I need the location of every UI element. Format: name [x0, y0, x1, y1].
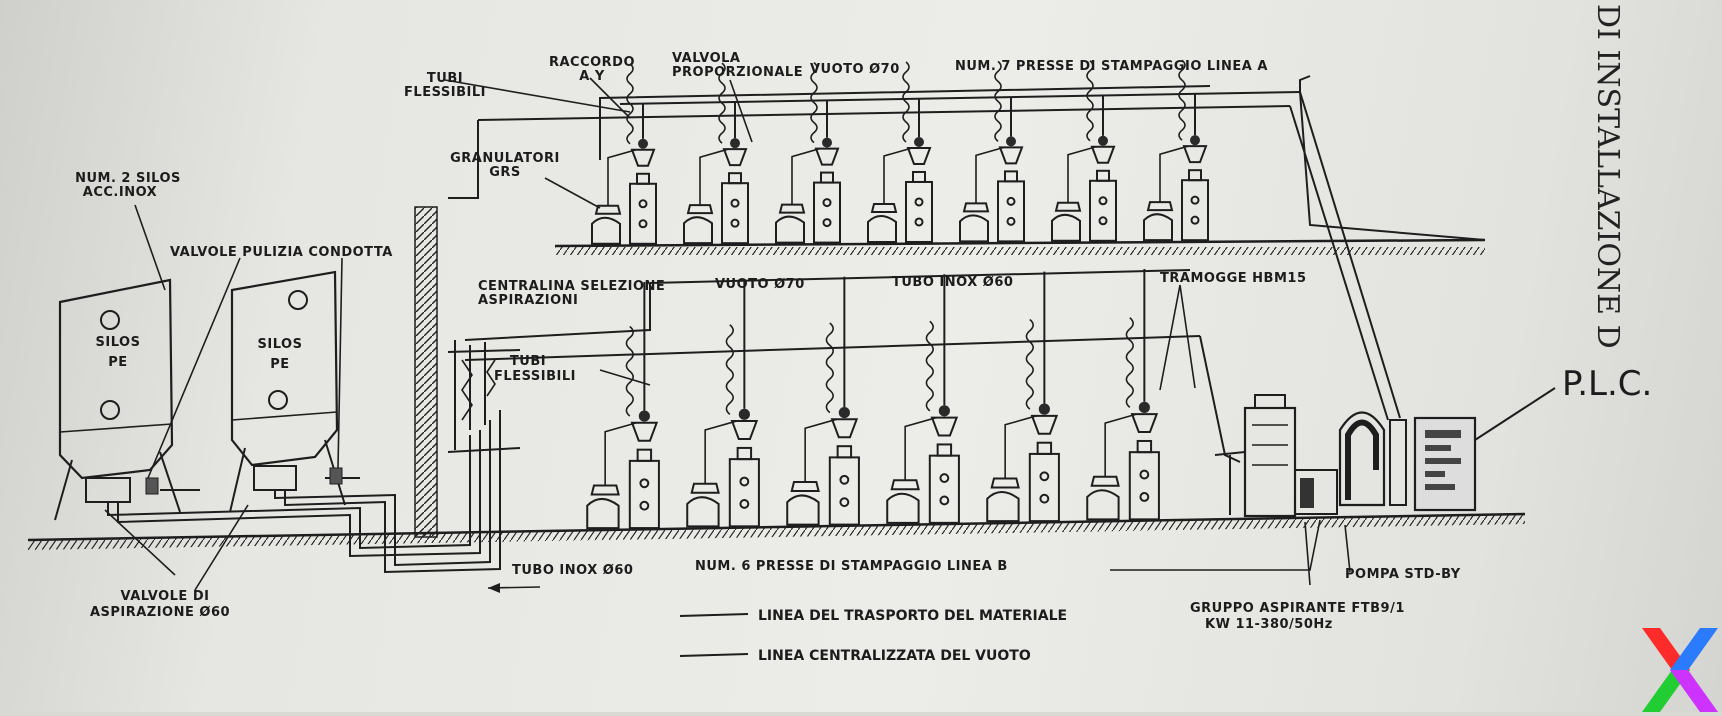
label-tubi-flessibili-mid-2: FLESSIBILI	[494, 369, 576, 384]
label-pompa: POMPA STD-BY	[1345, 567, 1461, 582]
label-valvole-aspirazione-2: ASPIRAZIONE Ø60	[90, 605, 230, 620]
label-granulatori-2: GRS	[489, 165, 521, 180]
standby-pump	[1338, 411, 1407, 507]
legend-vacuum-line-text: LINEA CENTRALIZZATA DEL VUOTO	[758, 648, 1031, 664]
label-tubi-flessibili-top-1: TUBI	[427, 71, 463, 86]
label-plc: P.L.C.	[1562, 364, 1652, 404]
silo-2-label-line1: SILOS	[258, 337, 303, 352]
label-gruppo-1: GRUPPO ASPIRANTE FTB9/1	[1190, 601, 1405, 616]
leader-lines	[104, 77, 1351, 593]
label-centralina-1: CENTRALINA SELEZIONE	[478, 279, 665, 294]
label-centralina-2: ASPIRAZIONI	[478, 293, 578, 308]
hatched-wall	[414, 206, 438, 538]
label-tramogge: TRAMOGGE HBM15	[1160, 271, 1307, 286]
label-silos-count-2: ACC.INOX	[83, 185, 157, 200]
legend-material-line-swatch	[679, 613, 749, 617]
press-a-unit	[1143, 59, 1209, 242]
label-tubi-flessibili-mid-1: TUBI	[510, 354, 546, 369]
press-b-unit	[586, 282, 660, 530]
press-a-unit	[775, 61, 841, 244]
label-tubi-flessibili-top-2: FLESSIBILI	[404, 85, 486, 100]
legend: LINEA DEL TRASPORTO DEL MATERIALE LINEA …	[679, 608, 1067, 664]
label-valvola-1: VALVOLA	[672, 51, 740, 66]
x-logo	[1642, 628, 1718, 712]
press-a-unit	[683, 62, 749, 245]
presses-line-a	[591, 59, 1209, 245]
label-tubo-inox-mid: TUBO INOX Ø60	[892, 275, 1013, 290]
vacuum-pipe-line-a	[448, 75, 1486, 241]
vacuum-group-ftb9	[1214, 394, 1338, 518]
label-vuoto-top: VUOTO Ø70	[810, 62, 900, 77]
silo-2: SILOS PE	[229, 270, 346, 513]
press-b-unit	[1086, 269, 1160, 521]
silo-1-label-line1: SILOS	[96, 335, 141, 350]
label-gruppo-2: KW 11-380/50Hz	[1205, 617, 1333, 632]
silo-2-label-line2: PE	[270, 357, 289, 372]
main-vacuum-riser	[1289, 91, 1401, 421]
floor-line-a	[554, 238, 1486, 255]
label-raccordo-1: RACCORDO	[549, 55, 635, 70]
label-raccordo-2: A Y	[579, 69, 605, 84]
label-granulatori-1: GRANULATORI	[450, 151, 560, 166]
legend-vacuum-line-swatch	[679, 653, 749, 657]
plc-cabinet	[1413, 387, 1556, 512]
label-presse-b: NUM. 6 PRESSE DI STAMPAGGIO LINEA B	[695, 559, 1008, 574]
presses-line-b	[586, 269, 1160, 530]
label-valvola-2: PROPORZIONALE	[672, 65, 803, 80]
press-a-unit	[867, 61, 933, 243]
press-a-unit	[591, 63, 657, 245]
selection-unit	[447, 340, 521, 453]
label-silos-count-1: NUM. 2 SILOS	[75, 171, 181, 186]
press-b-unit	[986, 271, 1060, 523]
labels: TUBI FLESSIBILI RACCORDO A Y VALVOLA PRO…	[75, 51, 1652, 632]
label-valvole-pulizia: VALVOLE PULIZIA CONDOTTA	[170, 245, 393, 260]
press-b-unit	[786, 276, 860, 526]
material-return-line-a	[599, 85, 1211, 160]
press-b-unit	[886, 274, 960, 524]
side-heading: DI INSTALLAZIONE D	[1590, 4, 1625, 349]
label-valvole-aspirazione-1: VALVOLE DI	[121, 589, 210, 604]
press-a-unit	[959, 60, 1025, 243]
label-vuoto-mid: VUOTO Ø70	[715, 277, 805, 292]
label-presse-a: NUM. 7 PRESSE DI STAMPAGGIO LINEA A	[955, 59, 1268, 74]
press-b-unit	[686, 279, 760, 528]
floor-line-b	[27, 512, 1526, 550]
press-a-unit	[1051, 60, 1117, 242]
silo-1-label-line2: PE	[108, 355, 127, 370]
legend-material-line-text: LINEA DEL TRASPORTO DEL MATERIALE	[758, 608, 1067, 624]
label-tubo-inox-bottom: TUBO INOX Ø60	[512, 563, 633, 578]
cleaning-valves	[145, 467, 343, 495]
silo-1: SILOS PE	[54, 278, 181, 521]
